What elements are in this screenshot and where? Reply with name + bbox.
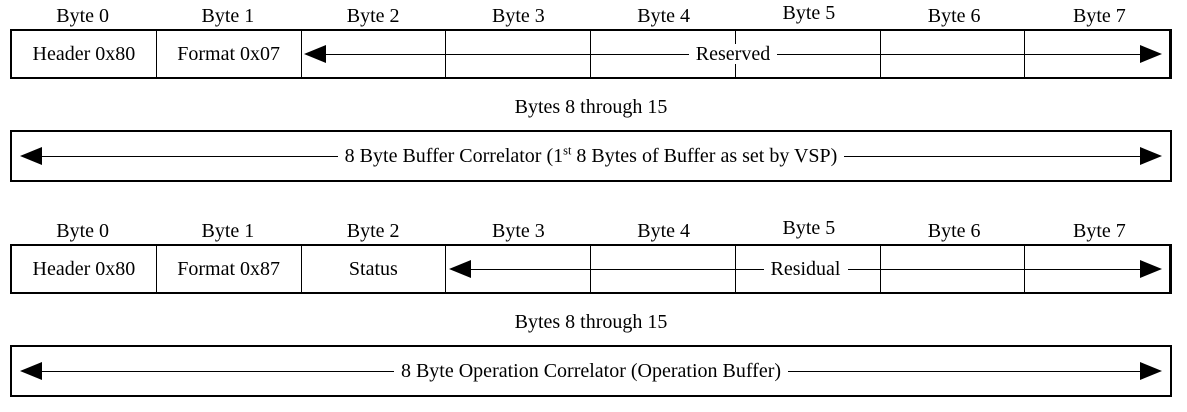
cell-response-residual-3 xyxy=(446,246,591,292)
byte-header-4: Byte 4 xyxy=(637,220,691,242)
cell-request-reserved-6 xyxy=(881,31,1026,77)
byte-header-5: Byte 5 xyxy=(782,2,836,24)
request-buffer-correlator-row: 8 Byte Buffer Correlator (1st 8 Bytes of… xyxy=(10,130,1172,182)
byte-header-7: Byte 7 xyxy=(1072,220,1126,242)
byte-header-6: Byte 6 xyxy=(927,5,981,27)
cell-response-residual-6 xyxy=(881,246,1026,292)
response-operation-correlator-row: 8 Byte Operation Correlator (Operation B… xyxy=(10,345,1172,397)
byte-header-7: Byte 7 xyxy=(1072,5,1126,27)
request-bytes-0-7-row: Header 0x80 Format 0x07 Reserved xyxy=(10,29,1172,79)
cell-response-residual-5 xyxy=(736,246,881,292)
cell-response-header: Header 0x80 xyxy=(12,246,157,292)
cell-response-format: Format 0x87 xyxy=(157,246,302,292)
byte-header-1: Byte 1 xyxy=(201,5,255,27)
byte-header-0: Byte 0 xyxy=(56,5,110,27)
response-bytes-8-15-caption: Bytes 8 through 15 xyxy=(514,311,668,333)
byte-header-1: Byte 1 xyxy=(201,220,255,242)
cell-operation-correlator xyxy=(12,347,1170,395)
byte-header-0: Byte 0 xyxy=(56,220,110,242)
byte-header-4: Byte 4 xyxy=(637,5,691,27)
byte-header-3: Byte 3 xyxy=(491,5,545,27)
cell-buffer-correlator xyxy=(12,132,1170,180)
cell-request-format: Format 0x07 xyxy=(157,31,302,77)
request-bytes-8-15-caption: Bytes 8 through 15 xyxy=(514,96,668,118)
cell-response-status: Status xyxy=(302,246,447,292)
byte-header-row-request: Byte 0 Byte 1 Byte 2 Byte 3 Byte 4 Byte … xyxy=(10,2,1172,30)
cell-request-header: Header 0x80 xyxy=(12,31,157,77)
cell-request-reserved-7 xyxy=(1025,31,1170,77)
byte-header-6: Byte 6 xyxy=(927,220,981,242)
byte-header-2: Byte 2 xyxy=(346,5,400,27)
byte-header-3: Byte 3 xyxy=(491,220,545,242)
cell-request-reserved-4 xyxy=(591,31,736,77)
cell-request-reserved-2 xyxy=(302,31,447,77)
cell-response-residual-7 xyxy=(1025,246,1170,292)
byte-header-row-response: Byte 0 Byte 1 Byte 2 Byte 3 Byte 4 Byte … xyxy=(10,217,1172,245)
cell-request-reserved-3 xyxy=(446,31,591,77)
response-bytes-0-7-row: Header 0x80 Format 0x87 Status Residual xyxy=(10,244,1172,294)
byte-header-2: Byte 2 xyxy=(346,220,400,242)
cell-response-residual-4 xyxy=(591,246,736,292)
cell-request-reserved-5 xyxy=(736,31,881,77)
byte-header-5: Byte 5 xyxy=(782,217,836,239)
